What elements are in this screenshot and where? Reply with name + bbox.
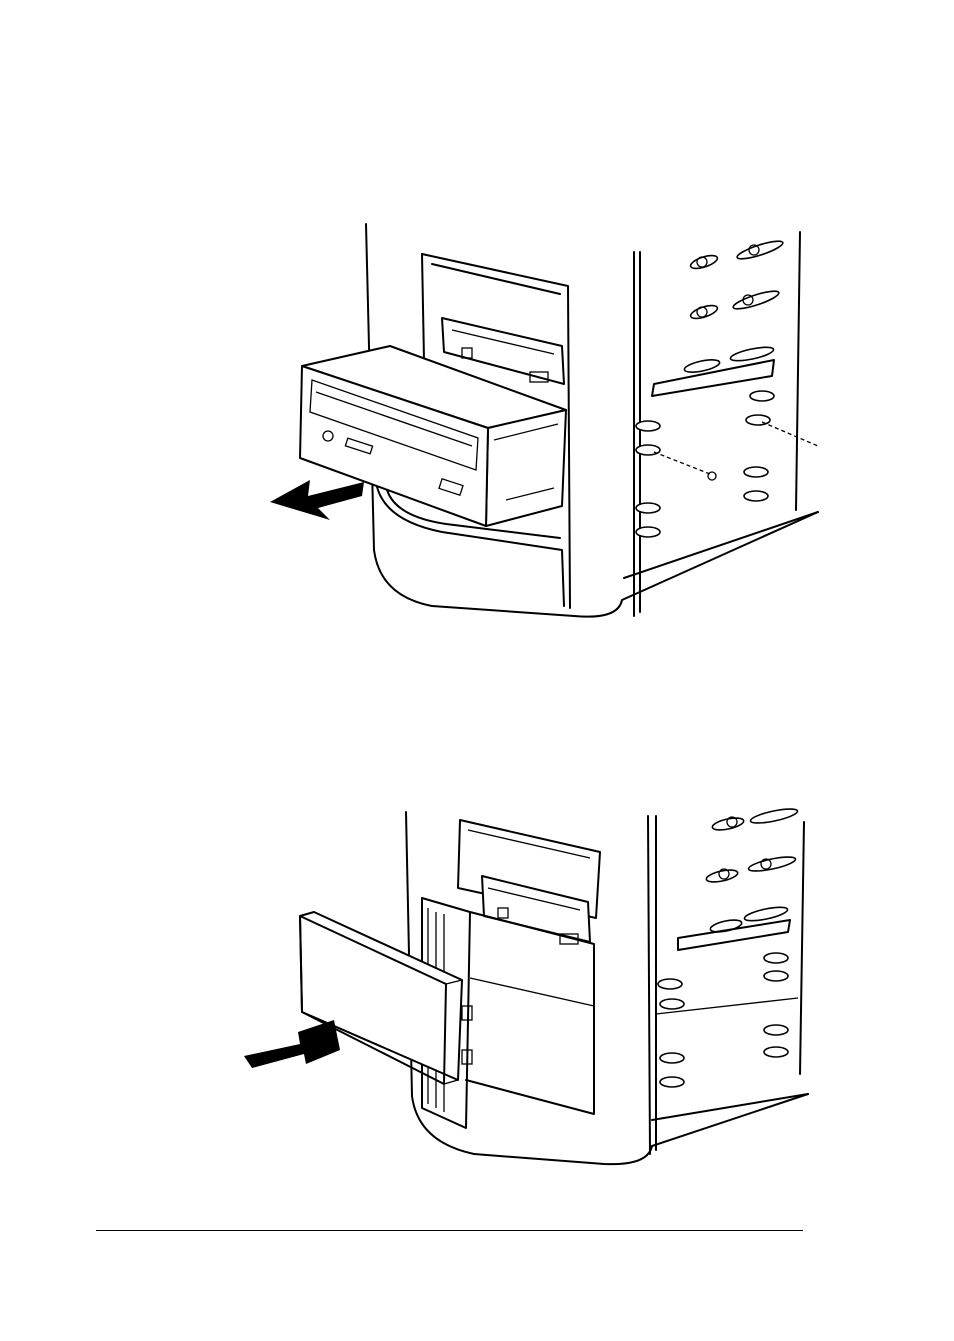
push-in-arrow-icon bbox=[244, 1020, 340, 1070]
page-footer-rule bbox=[96, 1230, 803, 1231]
drive-removal-illustration bbox=[262, 220, 824, 622]
pull-out-arrow-icon bbox=[270, 472, 364, 522]
cover-insertion-illustration bbox=[238, 808, 810, 1174]
